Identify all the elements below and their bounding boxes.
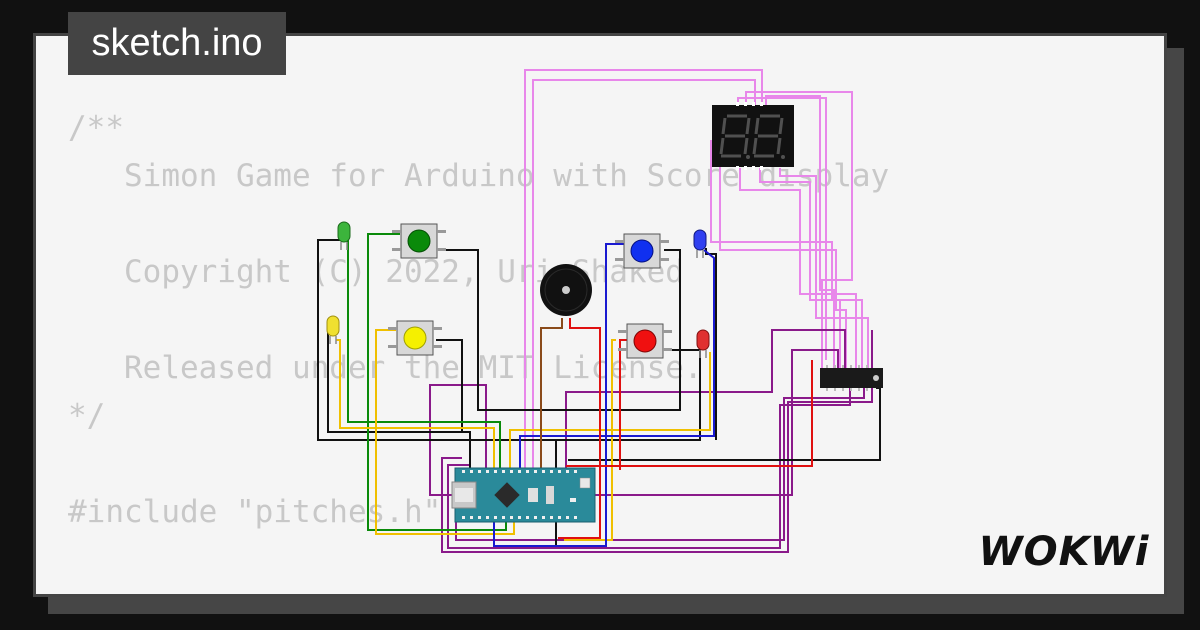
wires-pink [524, 69, 869, 470]
wires-red [558, 318, 813, 539]
code-line: /** [68, 110, 124, 146]
led-blue [693, 229, 707, 258]
piezo-buzzer [540, 264, 592, 316]
wires-purple [429, 329, 873, 553]
preview-card: /** Simon Game for Arduino with Score di… [33, 33, 1167, 597]
arduino-nano-board [451, 467, 596, 523]
led-red [696, 329, 710, 358]
code-line: #include "pitches.h" [68, 494, 442, 530]
shift-register-chip [820, 365, 883, 391]
seven-segment-display [712, 102, 794, 170]
file-title-tab: sketch.ino [68, 12, 286, 75]
wires-blue [493, 243, 715, 547]
led-yellow [326, 315, 340, 344]
wokwi-logo-text: WOKWi [979, 529, 1150, 575]
pushbutton-blue [615, 233, 669, 269]
code-line: */ [68, 398, 106, 434]
wire-brown [540, 318, 563, 470]
code-line: Copyright (C) 2022, Uri Shaked [68, 254, 684, 290]
code-preview: /** Simon Game for Arduino with Score di… [68, 104, 889, 594]
led-green [337, 221, 351, 250]
pushbutton-green [392, 223, 446, 259]
pushbutton-yellow [388, 320, 442, 356]
wokwi-logo: WOKWi [979, 529, 1150, 575]
wires-yellow [336, 329, 711, 541]
code-line: /* Constants - define pin numbers for LE… [68, 584, 889, 594]
wires-green [347, 233, 507, 531]
pushbutton-red [618, 323, 672, 359]
